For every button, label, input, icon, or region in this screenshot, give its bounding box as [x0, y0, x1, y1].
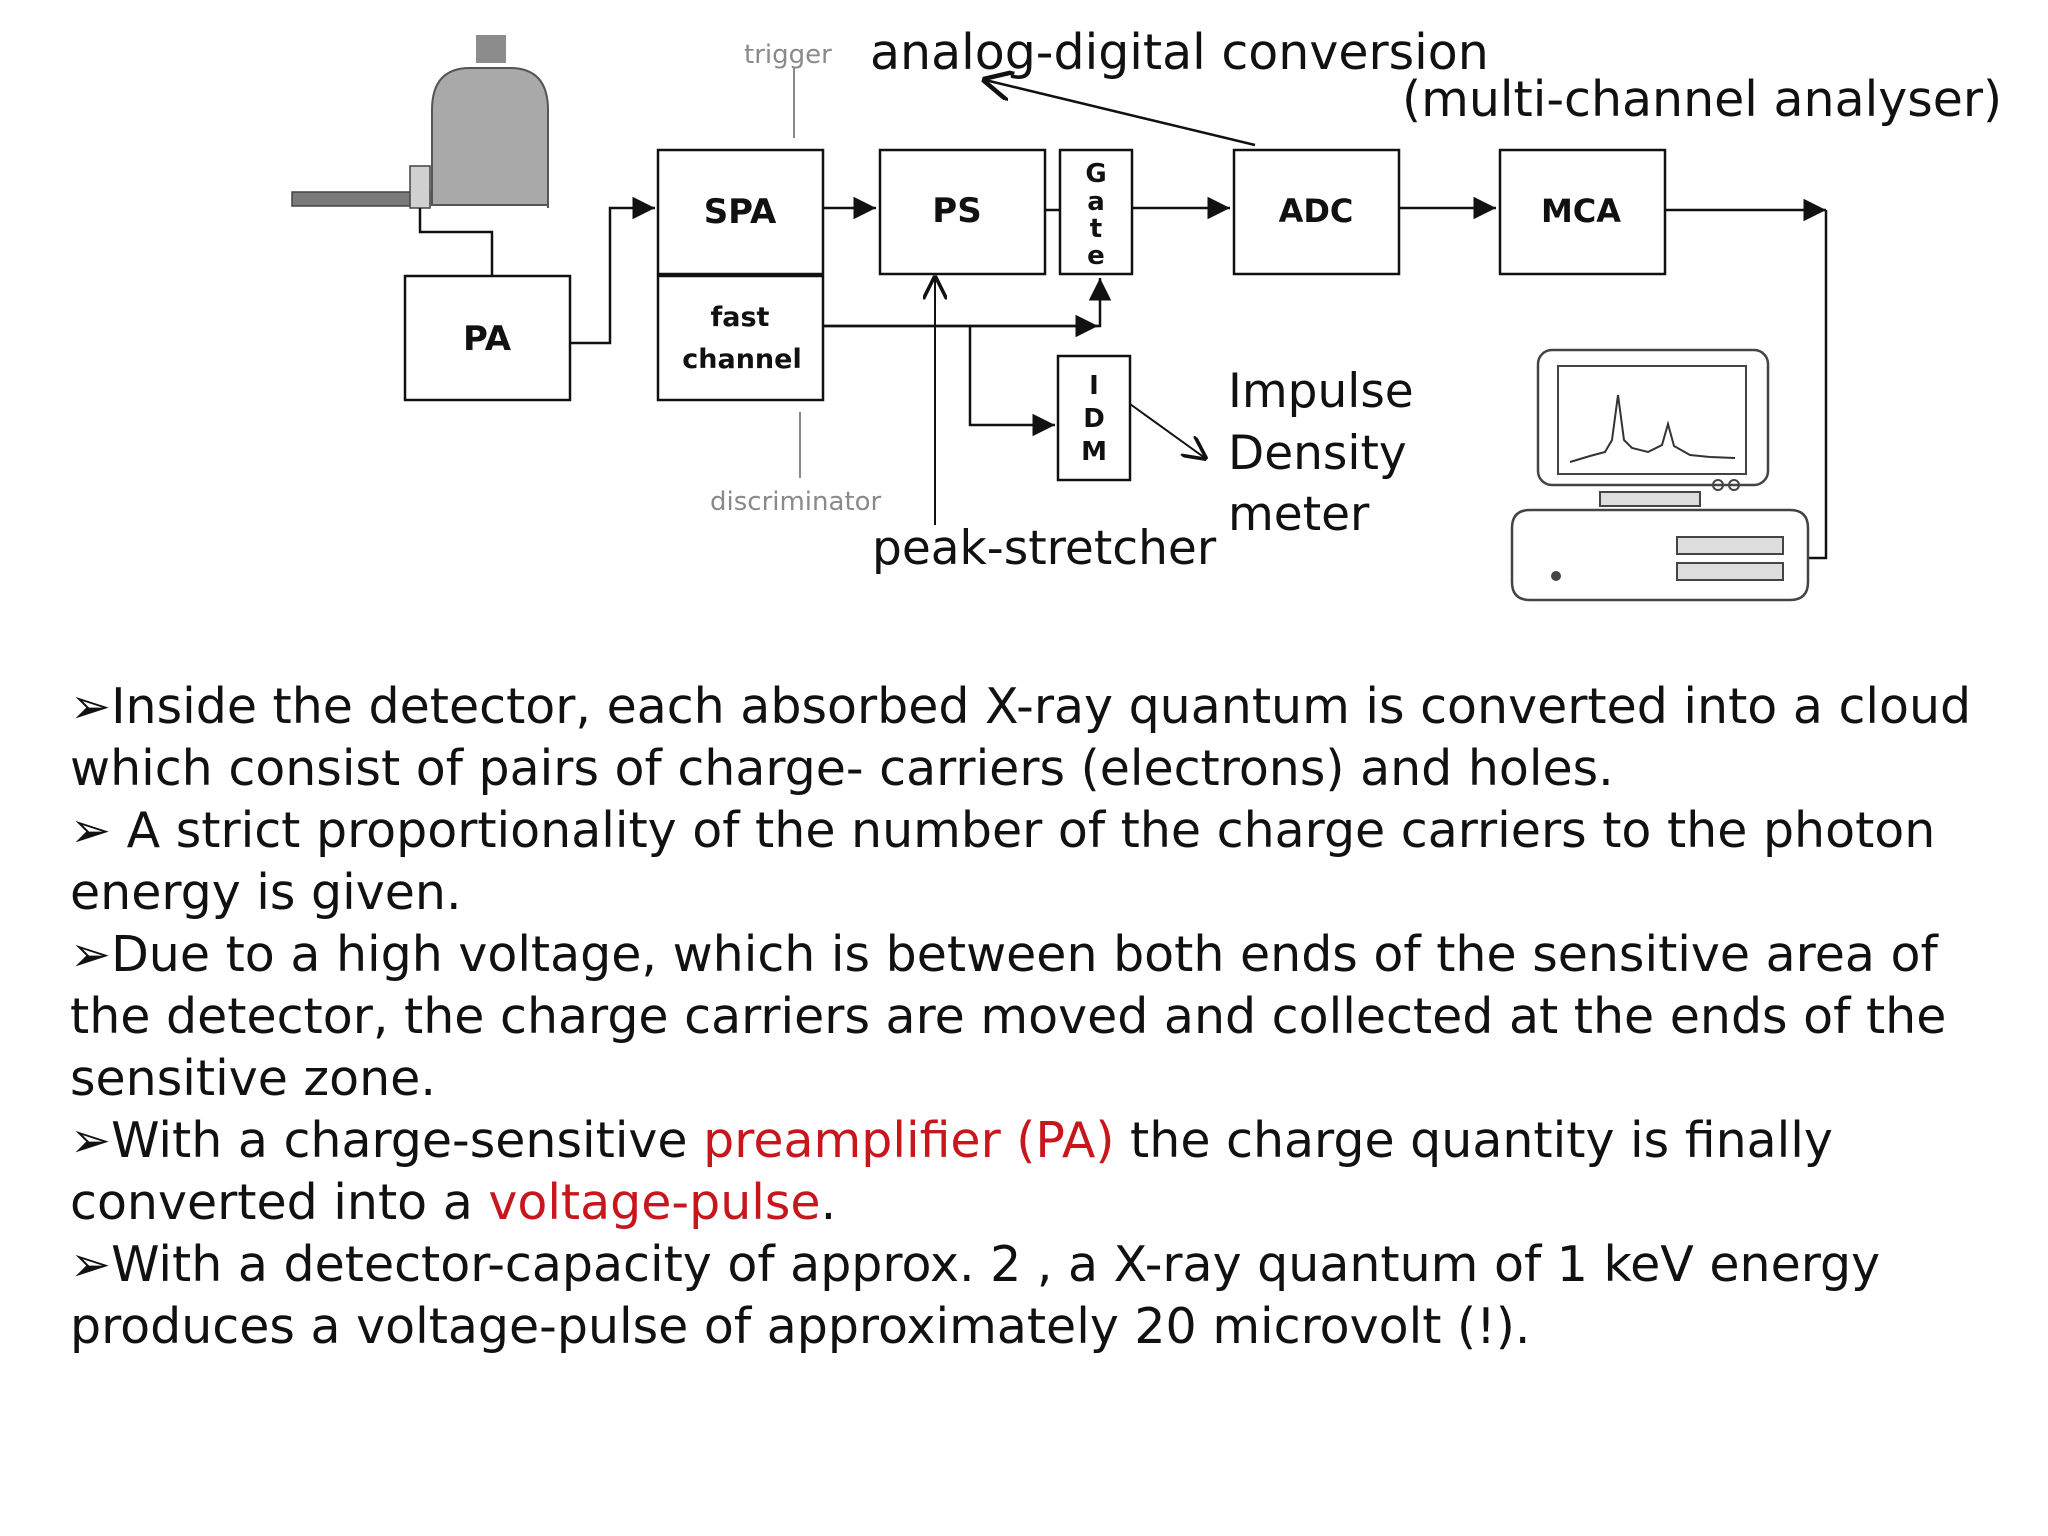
- diagram-svg: PA SPA fast channel trigger discriminato…: [291, 24, 2002, 602]
- bullet-text: Inside the detector, each absorbed X-ray…: [70, 678, 1972, 797]
- detector-icon: [291, 35, 549, 209]
- bullet-marker-icon: ➢: [70, 1236, 112, 1293]
- idm-note-line3: meter: [1228, 487, 1370, 542]
- trigger-label: trigger: [744, 40, 832, 70]
- idm-label-m: M: [1081, 437, 1107, 467]
- bullet-item: ➢With a charge-sensitive preamplifier (P…: [70, 1110, 2020, 1234]
- bullet-text: the charge quantity is finally converted…: [70, 1112, 1833, 1231]
- adc-block: [1232, 148, 1401, 276]
- gate-label-a: a: [1087, 187, 1105, 217]
- bullet-text: With a detector-capacity of approx. 2 , …: [70, 1236, 1881, 1355]
- spectrum-icon: [1569, 394, 1736, 463]
- bullet-text: .: [820, 1174, 837, 1231]
- discriminator-label: discriminator: [710, 487, 882, 517]
- mca-note-label: (multi-channel analyser): [1402, 71, 2002, 128]
- adc-note-label: analog-digital conversion: [870, 24, 1489, 81]
- fast-label-line2: channel: [682, 344, 801, 375]
- ps-note-label: peak-stretcher: [872, 521, 1217, 576]
- bullet-item: ➢With a detector-capacity of approx. 2 ,…: [70, 1234, 2020, 1358]
- bullet-text: Due to a high voltage, which is between …: [70, 926, 1947, 1107]
- pa-spa-wire: [570, 196, 655, 345]
- idm-label-i: I: [1089, 371, 1099, 401]
- pa-block: [403, 274, 572, 402]
- ps-block: [878, 148, 1047, 276]
- bullet-item: ➢Due to a high voltage, which is between…: [70, 924, 2020, 1110]
- idm-label-d: D: [1083, 404, 1105, 434]
- bullet-marker-icon: ➢: [70, 802, 112, 859]
- mca-label: MCA: [1541, 192, 1621, 230]
- bullet-item: ➢Inside the detector, each absorbed X-ra…: [70, 676, 2020, 800]
- gate-label-g: G: [1085, 159, 1106, 189]
- gate-label-e: e: [1087, 241, 1105, 271]
- bullet-marker-icon: ➢: [70, 1112, 112, 1169]
- mca-computer-wire: [1808, 210, 1828, 560]
- bullet-item: ➢ A strict proportionality of the number…: [70, 800, 2020, 924]
- idm-block: [1056, 354, 1132, 482]
- idm-note-line2: Density: [1228, 426, 1407, 481]
- adc-label: ADC: [1279, 192, 1354, 230]
- fast-idm-wire: [968, 326, 1055, 437]
- idm-note-arrow: [1129, 403, 1205, 458]
- ps-label: PS: [932, 191, 981, 231]
- highlighted-term: preamplifier (PA): [703, 1112, 1115, 1169]
- pa-label: PA: [463, 319, 512, 359]
- computer-icon: [1510, 348, 1810, 602]
- fast-channel-block: [656, 274, 825, 402]
- spa-block: [656, 148, 825, 276]
- adc-note-arrow: [985, 80, 1256, 147]
- gate-label-t: t: [1090, 214, 1102, 244]
- spa-label: SPA: [704, 192, 777, 232]
- bullet-text: A strict proportionality of the number o…: [70, 802, 1936, 921]
- mca-block: [1498, 148, 1667, 276]
- bullet-marker-icon: ➢: [70, 678, 112, 735]
- bullet-marker-icon: ➢: [70, 926, 112, 983]
- fast-gate-wire: [823, 278, 1112, 328]
- bullet-list: ➢Inside the detector, each absorbed X-ra…: [70, 676, 2020, 1358]
- fast-label-line1: fast: [711, 302, 770, 333]
- highlighted-term: voltage-pulse: [488, 1174, 821, 1231]
- bullet-text: With a charge-sensitive: [111, 1112, 704, 1169]
- detector-pa-wire: [418, 208, 494, 276]
- block-diagram: PA SPA fast channel trigger discriminato…: [0, 0, 2048, 620]
- idm-note-line1: Impulse: [1228, 364, 1414, 419]
- gate-block: [1058, 148, 1134, 276]
